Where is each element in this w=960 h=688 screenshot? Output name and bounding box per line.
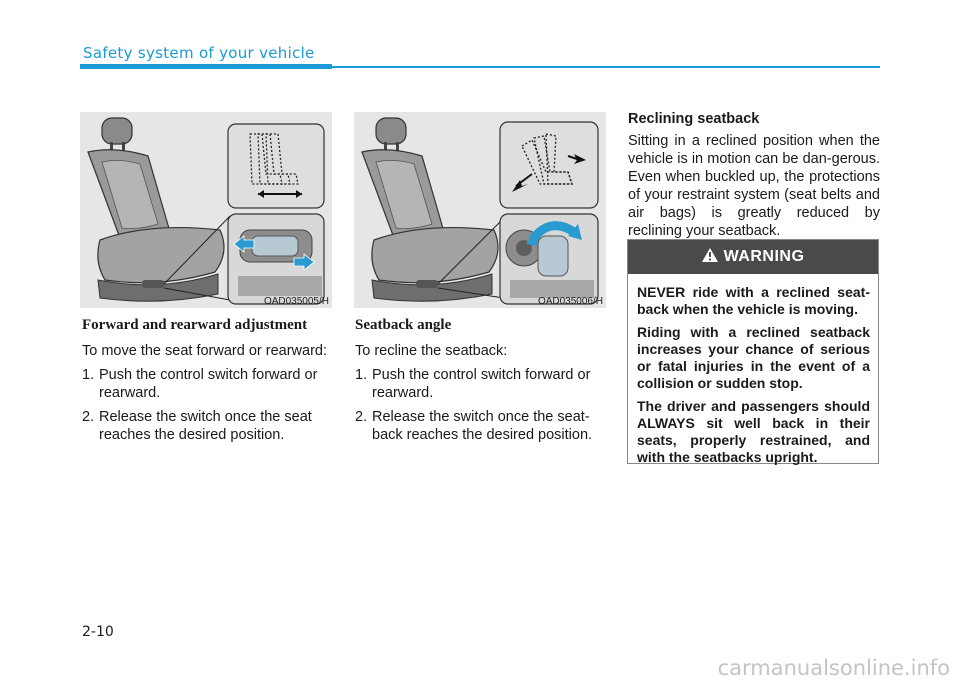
section-title: Seatback angle [355, 317, 452, 333]
header-title: Safety system of your vehicle [83, 44, 315, 62]
section-reclining-seatback: Reclining seatback Sitting in a reclined… [628, 110, 880, 240]
figure-seat-recline: OAD035006/H [354, 112, 606, 308]
step-text: Push the control switch forward or rearw… [99, 367, 318, 401]
step-number: 1. [82, 367, 95, 383]
warning-label: WARNING [723, 248, 805, 265]
list-item: 2.Release the switch once the seat-back … [355, 408, 607, 444]
warning-paragraph: Riding with a reclined seatback increase… [637, 324, 870, 391]
warning-box: WARNING NEVER ride with a reclined seat-… [627, 239, 879, 466]
step-text: Release the switch once the seat reaches… [99, 409, 312, 443]
section-title: Forward and rearward adjustment [82, 317, 308, 333]
seat-illustration [87, 117, 325, 305]
section-title: Reclining seatback [628, 111, 760, 127]
section-intro: To move the seat forward or rearward: [82, 343, 327, 359]
section-seatback-angle: Seatback angle To recline the seatback: … [355, 316, 607, 450]
warning-paragraph: The driver and passengers should ALWAYS … [637, 398, 870, 465]
section-body: Sitting in a reclined position when the … [628, 133, 880, 239]
step-text: Push the control switch forward or rearw… [372, 367, 591, 401]
section-intro: To recline the seatback: [355, 343, 508, 359]
steps-list: 1.Push the control switch forward or rea… [355, 366, 607, 444]
figure-code: OAD035005/H [263, 296, 329, 307]
figure-seat-slide: OAD035005/H [80, 112, 332, 308]
list-item: 1.Push the control switch forward or rea… [82, 366, 334, 402]
header-rule [332, 66, 880, 68]
step-text: Release the switch once the seat-back re… [372, 409, 593, 443]
section-forward-rearward: Forward and rearward adjustment To move … [82, 316, 334, 450]
step-number: 2. [355, 409, 368, 425]
warning-body: NEVER ride with a reclined seat-back whe… [628, 274, 878, 466]
warning-triangle-icon [701, 247, 718, 267]
step-number: 2. [82, 409, 95, 425]
list-item: 2.Release the switch once the seat reach… [82, 408, 334, 444]
step-number: 1. [355, 367, 368, 383]
watermark: carmanualsonline.info [717, 656, 950, 680]
warning-header: WARNING [628, 240, 878, 274]
list-item: 1.Push the control switch forward or rea… [355, 366, 607, 402]
warning-paragraph: NEVER ride with a reclined seat-back whe… [637, 284, 870, 317]
figure-code: OAD035006/H [537, 296, 603, 307]
header-bar [80, 64, 332, 69]
seat-illustration [361, 117, 599, 305]
steps-list: 1.Push the control switch forward or rea… [82, 366, 334, 444]
page-number: 2-10 [82, 624, 114, 640]
